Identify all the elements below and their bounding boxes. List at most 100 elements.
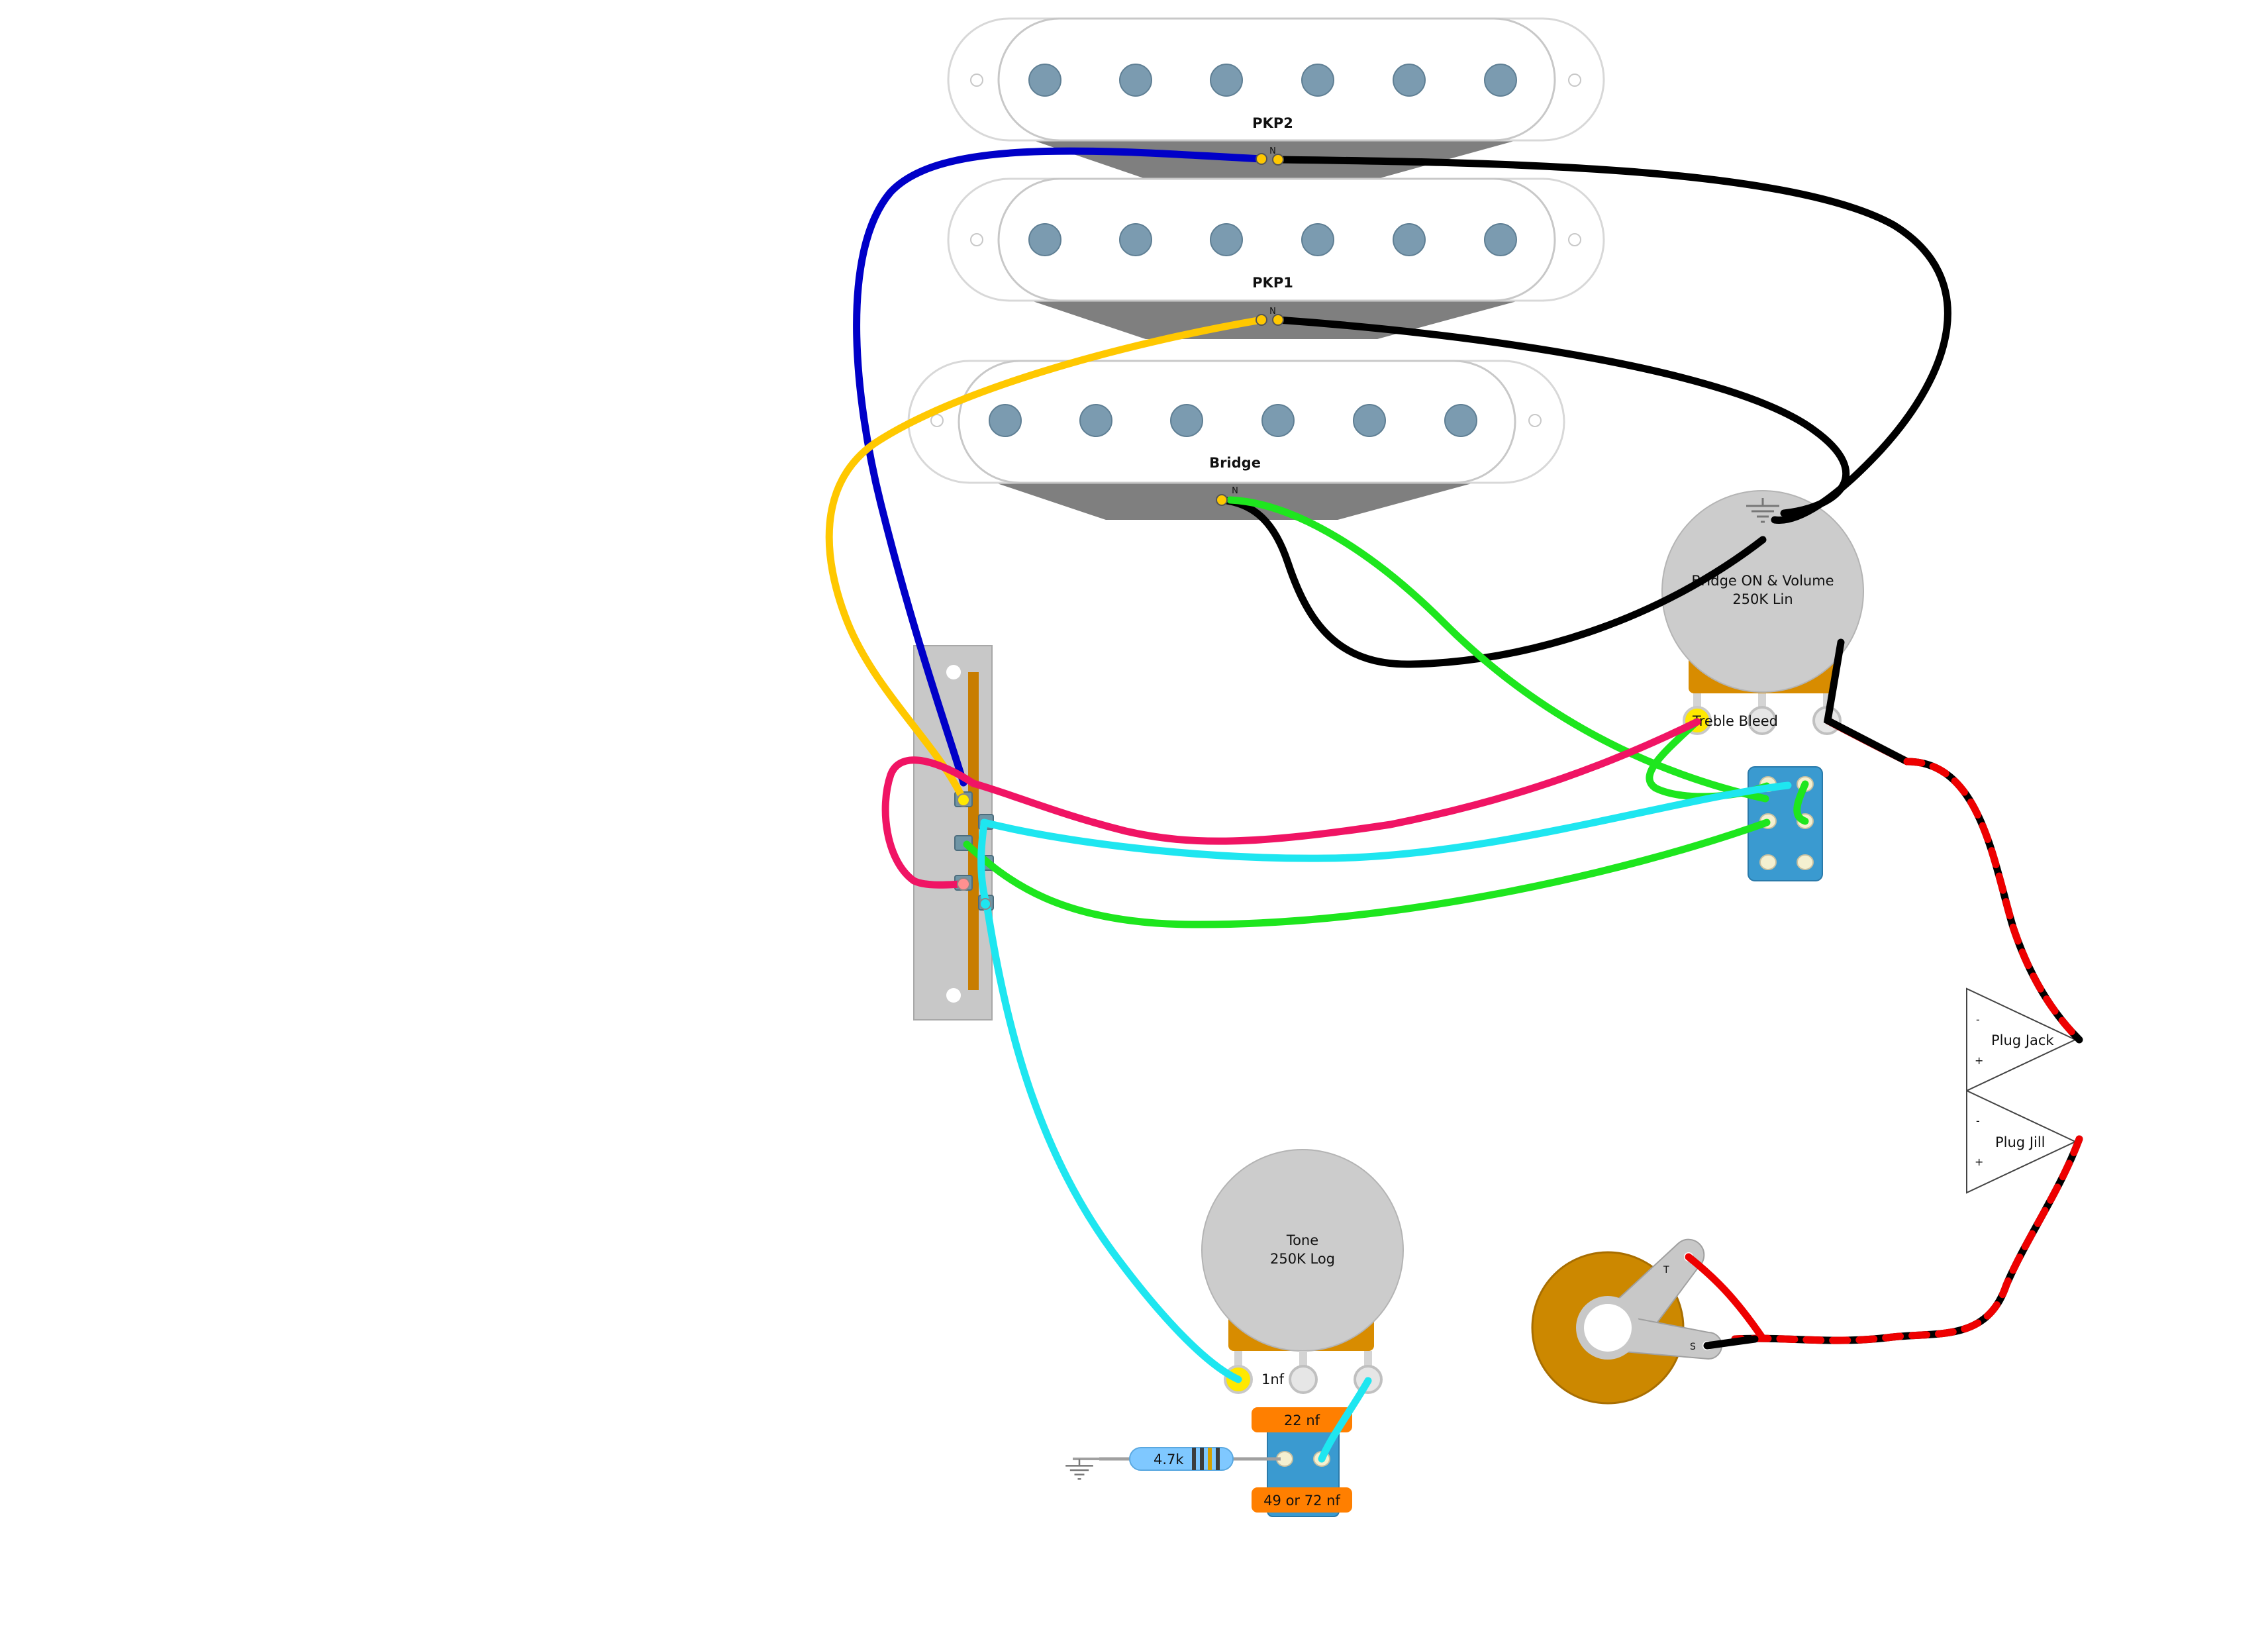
tone-cap-label: 1nf — [1261, 1371, 1285, 1387]
resistor-body — [1129, 1447, 1234, 1471]
plug-jill[interactable]: Plug Jill - + — [1966, 1089, 2077, 1194]
wire-red-jack-tip — [1685, 1253, 1765, 1340]
tone-pot-label-line1: Tone — [1286, 1232, 1318, 1248]
mounting-hole — [930, 414, 944, 427]
ground-icon — [1064, 1459, 1095, 1480]
mounting-hole — [946, 665, 961, 679]
dpdt-lug — [1797, 854, 1814, 870]
wire-cyan-selector-to-tone — [977, 820, 1242, 1383]
volume-pot-lug-2 — [1748, 706, 1777, 735]
mounting-hole — [970, 74, 983, 87]
output-jack-tip-label: T — [1663, 1265, 1669, 1275]
pole-piece — [1444, 404, 1477, 437]
pole-piece — [1484, 64, 1517, 97]
wire-pink-selector-to-volume — [881, 718, 1701, 889]
pickup-bridge: Bridge N — [907, 360, 1565, 520]
resistor-label: 4.7k — [1154, 1452, 1184, 1467]
resistor: 4.7k — [1064, 1447, 1281, 1480]
mounting-hole — [946, 988, 961, 1003]
pole-piece — [1210, 64, 1243, 97]
plug-jack-plus: + — [1975, 1054, 1983, 1067]
tone-pot-knob — [1201, 1149, 1404, 1352]
mounting-hole — [1568, 74, 1581, 87]
tone-pot-label-line2: 250K Log — [1270, 1251, 1335, 1267]
solder-point — [1256, 314, 1267, 326]
wire-green-dpdt-jumper — [1793, 780, 1809, 825]
wire-black-pkp1-ground — [1274, 316, 1850, 517]
resistor-band — [1216, 1448, 1220, 1470]
resistor-band — [1192, 1448, 1196, 1470]
plug-jack-label: Plug Jack — [1991, 1032, 2054, 1048]
wire-black-pkp2-ground — [1274, 156, 1951, 524]
cap-49-72nf-label: 49 or 72 nf — [1263, 1493, 1340, 1509]
solder-point — [1216, 494, 1228, 506]
pickup-pkp2-label: PKP2 — [1252, 115, 1293, 131]
volume-pot-knob — [1661, 490, 1864, 693]
pickup-bridge-cover — [958, 360, 1516, 484]
pickup-pkp2: PKP2 N — [947, 17, 1605, 179]
volume-pot-label-line2: 250K Lin — [1732, 591, 1793, 607]
solder-point — [1256, 153, 1267, 165]
resistor-band — [1200, 1448, 1204, 1470]
pickup-pkp1: PKP1 N — [947, 177, 1605, 339]
output-jack[interactable]: T S — [1531, 1238, 1722, 1405]
plug-jack-minus: - — [1976, 1013, 1980, 1026]
plug-jack[interactable]: Plug Jack - + — [1966, 987, 2077, 1092]
cap-22nf-label: 22 nf — [1284, 1413, 1320, 1428]
twisted-pair-red — [1903, 758, 2083, 1044]
wire-cyan-selector-to-dpdt — [980, 781, 1792, 862]
selector-switch-rail — [968, 672, 979, 990]
cap-22nf — [1252, 1407, 1352, 1432]
mounting-hole — [970, 233, 983, 246]
solder-point — [957, 793, 970, 807]
pickup-pkp2-terminal-label: N — [1269, 146, 1276, 156]
mounting-hole — [1528, 414, 1542, 427]
pickup-bridge-terminal-label: N — [1232, 486, 1238, 496]
output-jack-hole — [1584, 1304, 1632, 1352]
twisted-pair-jack-red — [1731, 1135, 2083, 1344]
pole-piece — [989, 404, 1022, 437]
solder-point — [957, 877, 970, 891]
wire-blue-pkp2-hot — [853, 147, 1265, 787]
solder-point — [1272, 314, 1284, 326]
tone-pot[interactable]: Tone 250K Log 1nf — [1201, 1149, 1404, 1394]
twisted-pair-black — [1903, 758, 2083, 1044]
pole-piece — [1301, 223, 1334, 256]
pickup-pkp1-label: PKP1 — [1252, 275, 1293, 291]
resistor-band — [1208, 1448, 1212, 1470]
pickup-pkp1-terminal-label: N — [1269, 307, 1276, 317]
solder-point — [979, 898, 991, 910]
pickup-bridge-label: Bridge — [1209, 455, 1261, 471]
mounting-hole — [1568, 233, 1581, 246]
pole-piece — [1119, 223, 1152, 256]
wire-black-bridge-ground — [1218, 496, 1767, 668]
pole-piece — [1028, 223, 1061, 256]
plug-jill-shape — [1966, 1089, 2077, 1194]
plug-jill-minus: - — [1976, 1115, 1980, 1127]
output-jack-sleeve-label: S — [1690, 1342, 1696, 1352]
solder-point — [1272, 154, 1284, 166]
pole-piece — [1119, 64, 1152, 97]
cap-49-72nf — [1252, 1487, 1352, 1513]
wire-black-jack-sleeve — [1703, 1335, 1759, 1350]
pole-piece — [1301, 64, 1334, 97]
tone-pot-lug-2 — [1289, 1365, 1318, 1394]
plug-jack-shape — [1966, 987, 2077, 1092]
pole-piece — [1261, 404, 1295, 437]
wire-cyan-tone-to-cap — [1318, 1377, 1372, 1463]
pole-piece — [1028, 64, 1061, 97]
tone-cap-switch[interactable]: 22 nf 49 or 72 nf — [1252, 1407, 1352, 1517]
pole-piece — [1484, 223, 1517, 256]
solder-points — [957, 153, 1284, 910]
pole-piece — [1393, 223, 1426, 256]
pole-piece — [1210, 223, 1243, 256]
pole-piece — [1079, 404, 1112, 437]
pole-piece — [1393, 64, 1426, 97]
volume-pot[interactable]: Bridge ON & Volume 250K Lin Treble Bleed — [1661, 490, 1864, 735]
plug-jill-label: Plug Jill — [1995, 1134, 2046, 1150]
pickup-pkp2-cover — [997, 17, 1556, 142]
pickup-pkp1-cover — [997, 177, 1556, 302]
wire-green-selector-to-dpdt — [963, 819, 1771, 928]
wire-yellow-pkp1-hot — [825, 316, 1265, 797]
